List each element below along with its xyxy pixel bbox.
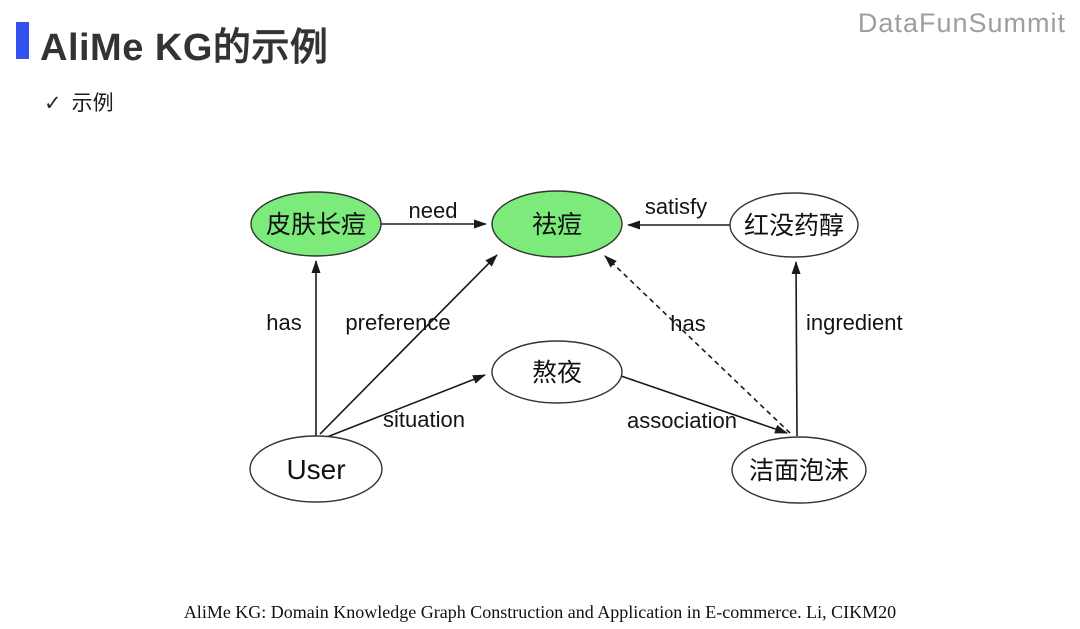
edge-ingredient [791, 261, 801, 437]
node-stay-up-late: 熬夜 [491, 340, 623, 404]
edge-label-ingredient: ingredient [806, 310, 903, 335]
node-cleansing-foam: 洁面泡沫 [731, 436, 867, 504]
node-bisabolol: 红没药醇 [729, 192, 859, 258]
node-cleansing-foam-ellipse [731, 436, 867, 504]
node-bisabolol-ellipse [729, 192, 859, 258]
edge-has-foam-acne [604, 255, 791, 434]
checkmark-icon: ✓ [44, 92, 62, 115]
node-skin-acne-ellipse [250, 191, 382, 257]
node-acne-removal-label: 祛痘 [532, 211, 582, 239]
bullet-label: 示例 [71, 92, 114, 115]
node-stay-up-late-ellipse [491, 340, 623, 404]
bullet-item: ✓ 示例 [44, 87, 114, 117]
node-acne-removal: 祛痘 [491, 190, 623, 258]
node-user: User [249, 435, 383, 503]
node-acne-removal-ellipse [491, 190, 623, 258]
edge-label-association: association [627, 408, 737, 433]
edge-label-has-left: has [266, 310, 301, 335]
node-user-label: User [286, 454, 345, 485]
edge-situation [326, 374, 486, 438]
node-skin-acne: 皮肤长痘 [250, 191, 382, 257]
node-skin-acne-label: 皮肤长痘 [266, 211, 366, 239]
edge-label-situation: situation [383, 407, 465, 432]
node-cleansing-foam-label: 洁面泡沫 [749, 457, 849, 485]
node-stay-up-late-label: 熬夜 [532, 359, 582, 387]
datafunsummit-logo: DataFunSummit [857, 8, 1066, 38]
node-bisabolol-label: 红没药醇 [744, 212, 844, 240]
edge-label-need: need [409, 198, 458, 223]
edge-label-satisfy: satisfy [645, 194, 707, 219]
edge-label-preference: preference [345, 310, 450, 335]
citation-text: AliMe KG: Domain Knowledge Graph Constru… [183, 602, 897, 622]
node-user-ellipse [249, 435, 383, 503]
edge-label-has-right: has [670, 311, 705, 336]
edge-association [620, 375, 788, 434]
edge-preference [319, 254, 498, 435]
page-title: AliMe KG的示例 [40, 27, 329, 69]
title-accent-bar [16, 22, 29, 59]
